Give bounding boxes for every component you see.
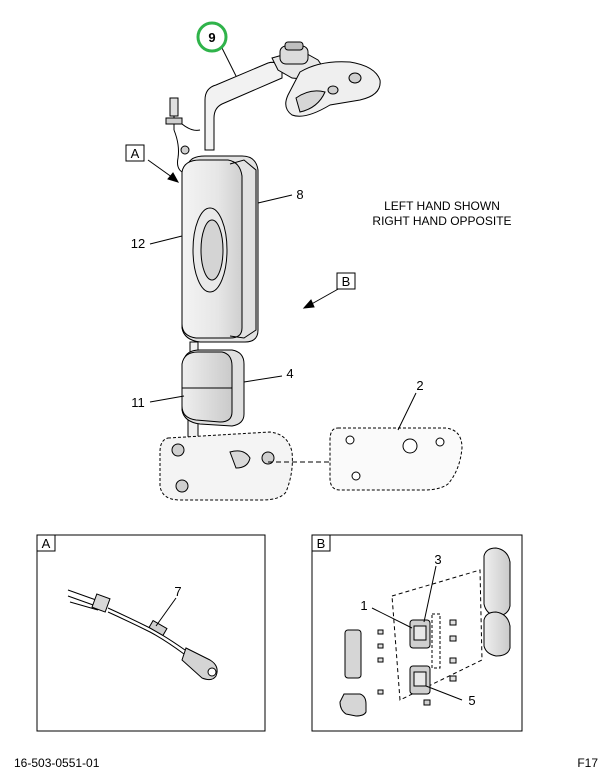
exploded-mirror-glass [339, 547, 511, 717]
note-line-2: RIGHT HAND OPPOSITE [372, 214, 511, 228]
callout-leaders [147, 47, 417, 431]
mirror-assembly [159, 41, 463, 501]
callout-4: 4 [286, 366, 293, 381]
callout-2: 2 [416, 378, 423, 393]
svg-text:A: A [131, 146, 140, 161]
callout-11: 11 [131, 395, 145, 410]
wiring-harness [67, 589, 218, 681]
callout-5: 5 [468, 693, 475, 708]
callout-8: 8 [296, 187, 303, 202]
callout-7: 7 [174, 584, 181, 599]
view-ref-b: B [336, 272, 356, 290]
callout-1: 1 [360, 598, 367, 613]
main-mirror-head [181, 155, 259, 343]
view-ref-a: A [125, 144, 145, 162]
svg-text:B: B [317, 536, 326, 551]
detail-b-leaders [371, 565, 463, 701]
note-line-1: LEFT HAND SHOWN [384, 199, 500, 213]
svg-text:B: B [342, 274, 351, 289]
convex-mirror-head [181, 349, 245, 427]
wiring-connector [165, 97, 201, 173]
callout-9-highlight-ring [196, 21, 228, 53]
drawing-number: 16-503-0551-01 [14, 756, 100, 770]
lower-mounting-base [159, 431, 293, 501]
detail-view-a: A 7 [36, 534, 266, 732]
sheet-number: F17 [577, 756, 598, 770]
detail-view-b: B [311, 534, 523, 732]
callout-12: 12 [131, 236, 145, 251]
upper-arm-tube [204, 41, 381, 151]
gasket-plate [329, 427, 463, 491]
svg-text:A: A [42, 536, 51, 551]
callout-9: 9 [208, 30, 215, 45]
callout-3: 3 [434, 552, 441, 567]
